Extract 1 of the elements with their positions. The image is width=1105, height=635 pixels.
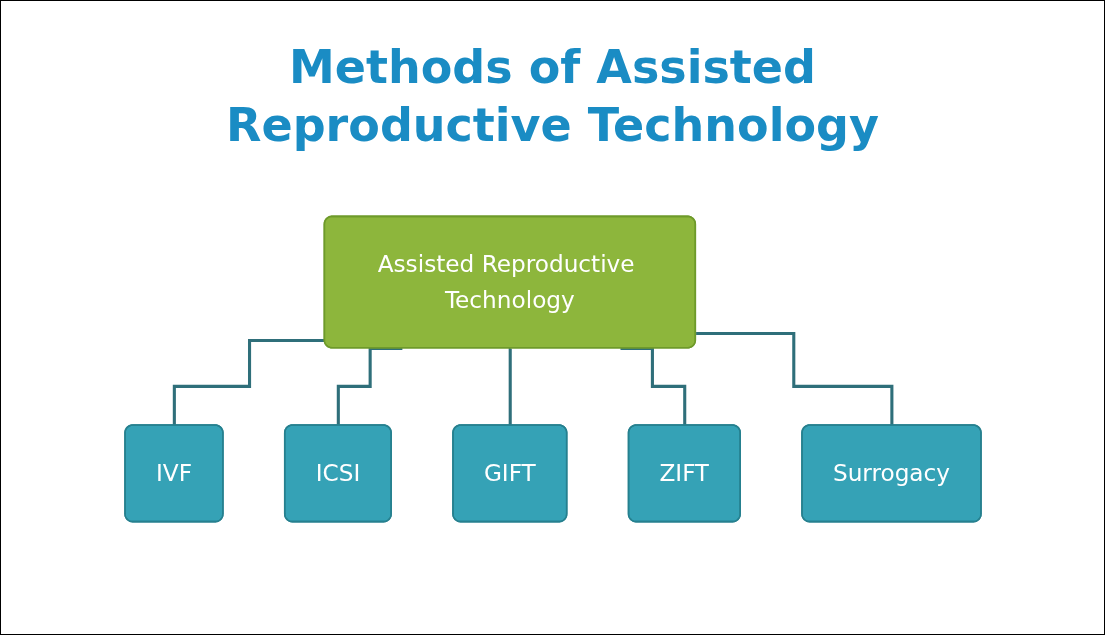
title: Methods of Assisted Reproductive Technology (225, 39, 880, 154)
